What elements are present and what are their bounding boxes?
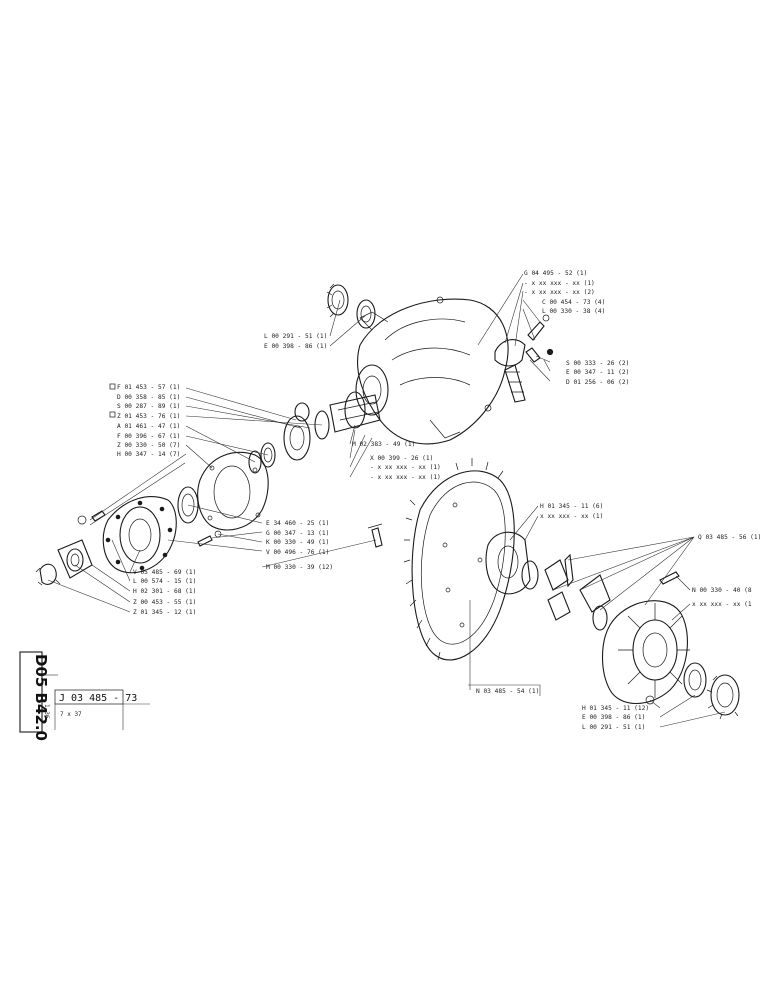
- part-labels: G 04 495 - 52 (1) - x xx xxx - xx (1) - …: [117, 270, 761, 731]
- yoke-plate: [102, 496, 177, 574]
- part-label: Z 01 345 - 12 (1): [133, 609, 196, 616]
- part-label: - x xx xxx - xx (1): [524, 280, 595, 287]
- part-label: L 00 291 - 51 (1): [582, 724, 645, 731]
- part-label: E 34 460 - 25 (1): [266, 520, 329, 527]
- differential-case: [485, 531, 680, 631]
- leader-lines: [47, 273, 726, 728]
- part-label: G 00 347 - 13 (1): [266, 530, 329, 537]
- part-label: S 00 333 - 26 (2): [566, 360, 629, 367]
- small-note: 1-36: [43, 704, 50, 719]
- part-label: N 03 485 - 54 (1): [476, 688, 539, 695]
- oil-seal: [177, 486, 199, 524]
- checkbox-mark: [109, 383, 116, 390]
- part-label: L 00 330 - 38 (4): [542, 308, 605, 315]
- crown-wheel: [403, 458, 515, 661]
- part-label: H 00 347 - 14 (7): [117, 451, 180, 458]
- vertical-code: D05 B42.0: [32, 654, 50, 741]
- part-label: Z 00 330 - 50 (7): [117, 442, 180, 449]
- part-label: M 00 330 - 39 (12): [266, 564, 333, 571]
- part-label: E 00 347 - 11 (2): [566, 369, 629, 376]
- part-label: X 00 399 - 26 (1): [370, 455, 433, 462]
- part-label: M 02 383 - 49 (1): [352, 441, 415, 448]
- part-label: x xx xxx - xx (1): [540, 513, 603, 520]
- differential-housing: [355, 296, 509, 445]
- title-block: D05 B42.0 J 03 485 - 73 1-36 7 x 37: [19, 651, 150, 741]
- drawing-number: J 03 485 - 73: [59, 693, 137, 704]
- top-bearing-set: [326, 283, 376, 329]
- companion-flange: [197, 451, 269, 531]
- part-label: H 02 301 - 68 (1): [133, 588, 196, 595]
- part-label: - x xx xxx - xx (2): [524, 289, 595, 296]
- checkbox-mark: [109, 411, 116, 418]
- part-label: x xx xxx - xx (1: [692, 601, 752, 608]
- part-label: S 00 287 - 89 (1): [117, 403, 180, 410]
- part-label: D 00 358 - 85 (1): [117, 394, 180, 401]
- part-label: Z 00 453 - 55 (1): [133, 599, 196, 606]
- part-label: Z 01 453 - 76 (1): [117, 413, 180, 420]
- part-label: L 00 291 - 51 (1): [264, 333, 327, 340]
- part-label: N 00 330 - 40 (8: [692, 587, 752, 594]
- part-label: E 00 398 - 86 (1): [264, 343, 327, 350]
- part-label: H 01 345 - 11 (12): [582, 705, 649, 712]
- label-bracket: [468, 684, 541, 696]
- small-bolts: [77, 510, 383, 548]
- case-half: [602, 600, 690, 704]
- bottom-bearing-set: [645, 662, 740, 720]
- part-label: - x xx xxx - xx (1): [370, 474, 441, 481]
- part-label: - x xx xxx - xx (1): [370, 464, 441, 471]
- part-label: H 01 345 - 11 (6): [540, 503, 603, 510]
- vertical-code-box: [19, 651, 43, 733]
- part-label: F 01 453 - 57 (1): [117, 384, 180, 391]
- part-label: V 00 496 - 76 (1): [266, 549, 329, 556]
- part-label: E 00 398 - 86 (1): [582, 714, 645, 721]
- part-label: Q 03 485 - 56 (1): [698, 534, 761, 541]
- end-coupling: [35, 539, 93, 586]
- bearing-cap-set: [494, 314, 554, 403]
- pinion-assembly: [248, 391, 381, 474]
- part-label: F 00 396 - 67 (1): [117, 433, 180, 440]
- part-label: A 01 461 - 47 (1): [117, 423, 180, 430]
- part-label: L 00 574 - 15 (1): [133, 578, 196, 585]
- part-label: K 00 330 - 49 (1): [266, 539, 329, 546]
- part-label: C 00 454 - 73 (4): [542, 299, 605, 306]
- drawing-number-box: [54, 689, 124, 705]
- part-label: G 04 495 - 52 (1): [524, 270, 587, 277]
- part-label: D 01 256 - 06 (2): [566, 379, 629, 386]
- part-label: V 05 485 - 69 (1): [133, 569, 196, 576]
- ratio-note: 7 x 37: [60, 711, 82, 718]
